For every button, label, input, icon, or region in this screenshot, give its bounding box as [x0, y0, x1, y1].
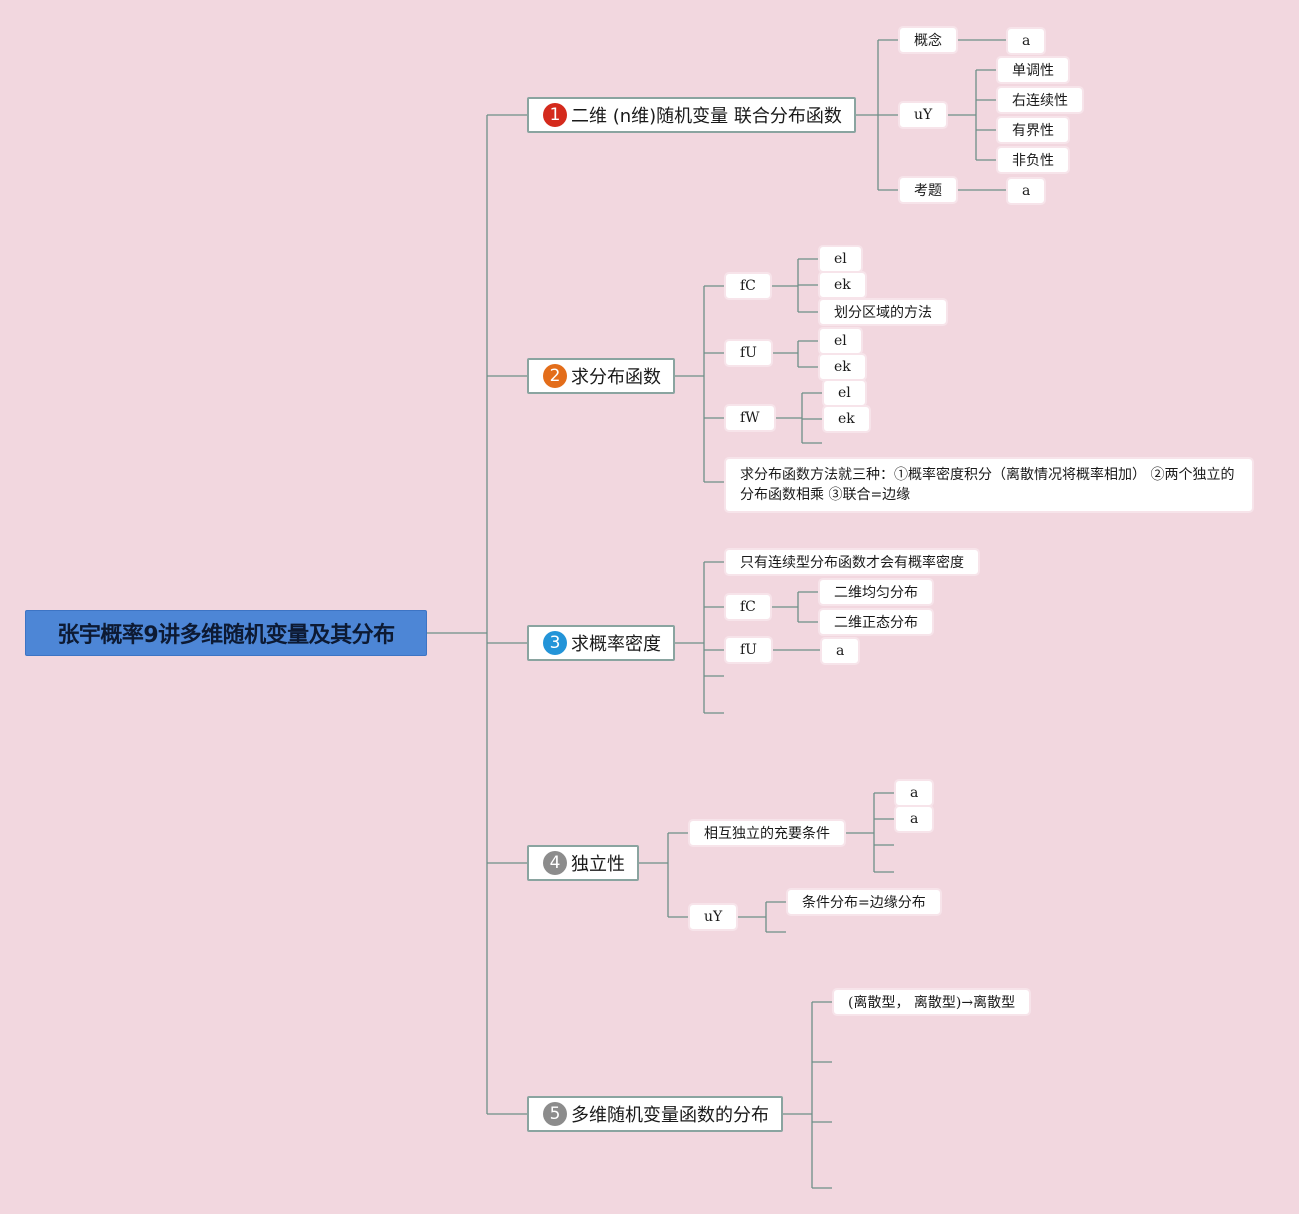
branch-find-density[interactable]: 3 求概率密度 [527, 625, 675, 661]
note-three-methods[interactable]: 求分布函数方法就三种：①概率密度积分（离散情况将概率相加） ②两个独立的分布函数… [724, 457, 1254, 513]
leaf-topic[interactable]: 二维均匀分布 [818, 578, 934, 606]
subtopic-concept[interactable]: 概念 [898, 26, 958, 54]
leaf-topic[interactable]: el [818, 245, 863, 273]
subtopic-uy[interactable]: uY [688, 903, 739, 931]
leaf-topic[interactable]: 单调性 [996, 56, 1070, 84]
branch-find-distribution-function[interactable]: 2 求分布函数 [527, 358, 675, 394]
leaf-topic[interactable]: 有界性 [996, 116, 1070, 144]
leaf-topic[interactable]: a [894, 805, 935, 833]
subtopic-independence-condition[interactable]: 相互独立的充要条件 [688, 819, 846, 847]
leaf-topic[interactable]: 条件分布=边缘分布 [786, 888, 942, 916]
subtopic-fc[interactable]: fC [724, 593, 772, 621]
subtopic-exam-questions[interactable]: 考题 [898, 176, 958, 204]
subtopic-fc[interactable]: fC [724, 272, 772, 300]
leaf-topic[interactable]: ek [822, 405, 871, 433]
leaf-topic[interactable]: el [822, 379, 867, 407]
subtopic-fw[interactable]: fW [724, 404, 776, 432]
number-badge-4: 4 [543, 851, 567, 875]
branch-label: 求概率密度 [571, 634, 661, 655]
subtopic-properties[interactable]: uY [898, 101, 949, 129]
leaf-topic[interactable]: 划分区域的方法 [818, 298, 948, 326]
number-badge-5: 5 [543, 1102, 567, 1126]
root-topic[interactable]: 张宇概率9讲多维随机变量及其分布 [25, 610, 427, 656]
branch-independence[interactable]: 4 独立性 [527, 845, 639, 881]
subtopic-fu[interactable]: fU [724, 636, 773, 664]
subtopic-fu[interactable]: fU [724, 339, 773, 367]
leaf-topic[interactable]: ek [818, 353, 867, 381]
branch-label: 二维 (n维)随机变量 联合分布函数 [571, 106, 842, 127]
leaf-topic[interactable]: a [1006, 177, 1047, 205]
branch-label: 多维随机变量函数的分布 [571, 1105, 769, 1126]
leaf-topic[interactable]: a [820, 637, 861, 665]
branch-joint-distribution[interactable]: 1 二维 (n维)随机变量 联合分布函数 [527, 97, 856, 133]
leaf-topic[interactable]: 右连续性 [996, 86, 1084, 114]
subtopic-discrete-discrete[interactable]: (离散型， 离散型)→离散型 [832, 988, 1032, 1016]
leaf-topic[interactable]: 二维正态分布 [818, 608, 934, 636]
number-badge-3: 3 [543, 631, 567, 655]
branch-function-distribution[interactable]: 5 多维随机变量函数的分布 [527, 1096, 783, 1132]
number-badge-2: 2 [543, 364, 567, 388]
leaf-topic[interactable]: a [1006, 27, 1047, 55]
branch-label: 独立性 [571, 854, 625, 875]
leaf-topic[interactable]: a [894, 779, 935, 807]
subtopic-continuous-only[interactable]: 只有连续型分布函数才会有概率密度 [724, 548, 980, 576]
leaf-topic[interactable]: 非负性 [996, 146, 1070, 174]
leaf-topic[interactable]: el [818, 327, 863, 355]
leaf-topic[interactable]: ek [818, 271, 867, 299]
branch-label: 求分布函数 [571, 367, 661, 388]
number-badge-1: 1 [543, 103, 567, 127]
